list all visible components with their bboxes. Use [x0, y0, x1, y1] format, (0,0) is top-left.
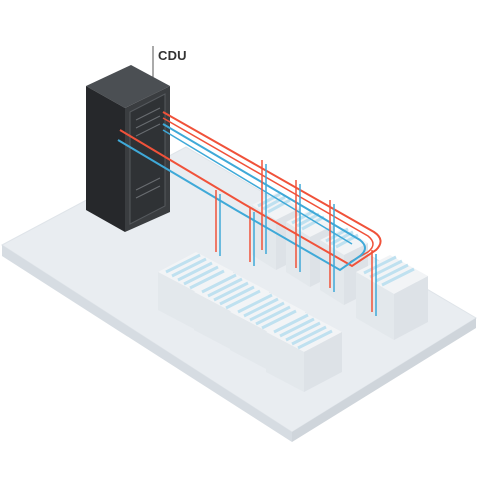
cold-return-line — [162, 129, 353, 245]
cdu-cabinet — [86, 65, 170, 232]
rack-front-4 — [266, 312, 342, 392]
coolant-piping — [117, 111, 382, 316]
cold-supply-line — [117, 123, 366, 272]
hot-supply-line — [119, 111, 382, 268]
front-rack-row — [158, 252, 342, 392]
hot-return-line — [162, 117, 374, 263]
cdu-label: CDU — [158, 48, 187, 63]
rack-back-4 — [356, 255, 428, 340]
